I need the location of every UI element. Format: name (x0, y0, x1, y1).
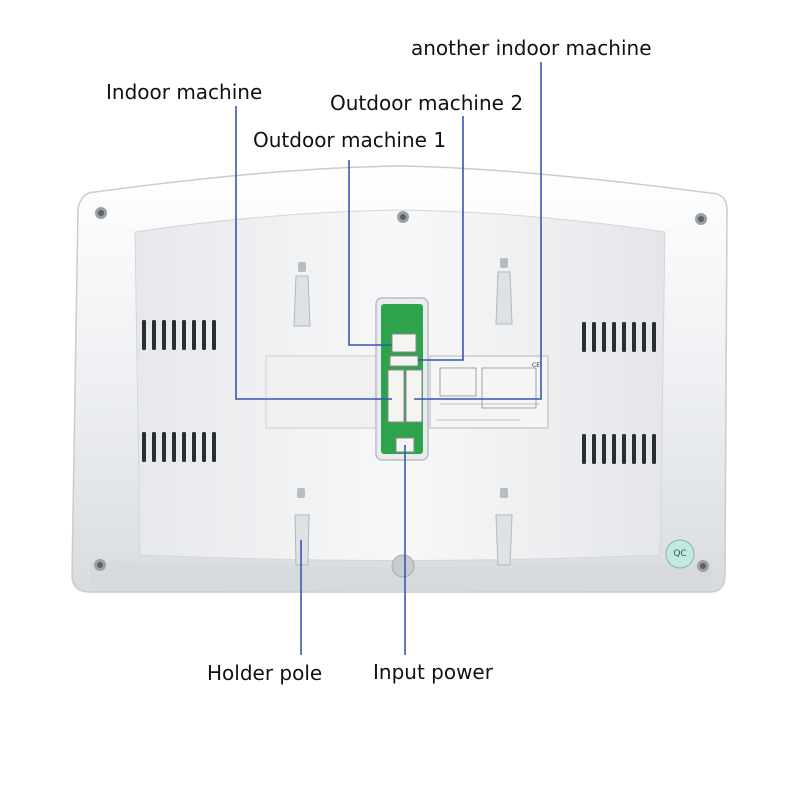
vent-slot (632, 322, 636, 352)
vent-slot (152, 320, 156, 350)
vent-slot (162, 432, 166, 462)
mount-slot-top-right (495, 258, 513, 325)
qc-mark: QC (673, 549, 686, 559)
vent-slot (602, 322, 606, 352)
leader-indoor (235, 106, 392, 400)
vent-slot (172, 432, 176, 462)
vent-slot (622, 322, 626, 352)
vent-slot (632, 434, 636, 464)
qc-sticker: QC (665, 539, 695, 569)
screw-top-right (695, 213, 707, 225)
vent-slot (212, 320, 216, 350)
vent-slot (592, 434, 596, 464)
vent-slot (142, 432, 146, 462)
vent-slot (582, 434, 586, 464)
screw-bottom-left (94, 559, 106, 571)
screw-top-left (95, 207, 107, 219)
vent-slot (172, 320, 176, 350)
connector-indoor (387, 369, 405, 423)
vent-slot (602, 434, 606, 464)
vent-slot (162, 320, 166, 350)
vent-slot (192, 432, 196, 462)
screw-top-center (397, 211, 409, 223)
connector-outdoor-2 (389, 355, 419, 367)
vent-slot (612, 434, 616, 464)
vent-slot (652, 322, 656, 352)
vent-slot (582, 322, 586, 352)
vent-slot (642, 434, 646, 464)
label-input-power: Input power (373, 660, 493, 684)
label-holder-pole: Holder pole (207, 661, 323, 685)
leader-another-indoor (414, 62, 542, 400)
screw-bottom-right (697, 560, 709, 572)
mount-slot-bottom-left (294, 488, 310, 566)
vent-slot (202, 320, 206, 350)
label-another-indoor-machine: another indoor machine (411, 36, 652, 60)
connector-another-indoor (405, 369, 423, 423)
vent-slot (202, 432, 206, 462)
vent-slot (612, 322, 616, 352)
vent-slot (152, 432, 156, 462)
vent-slot (192, 320, 196, 350)
vent-slot (212, 432, 216, 462)
leader-outdoor-2 (418, 116, 464, 361)
leader-lines (235, 62, 542, 655)
wiring-sticker: CE (429, 355, 549, 429)
vent-slot (622, 434, 626, 464)
leader-outdoor-1 (348, 160, 392, 346)
blank-label-area (265, 355, 379, 429)
vent-slot (182, 432, 186, 462)
vent-slot (182, 320, 186, 350)
vent-slot (142, 320, 146, 350)
emboss-logo (391, 554, 415, 578)
label-outdoor-machine-1: Outdoor machine 1 (253, 128, 447, 152)
label-indoor-machine: Indoor machine (106, 80, 263, 104)
vent-grilles (142, 320, 656, 464)
label-outdoor-machine-2: Outdoor machine 2 (330, 91, 524, 115)
mount-slot-top-left (293, 262, 311, 327)
vent-slot (592, 322, 596, 352)
vent-slot (652, 434, 656, 464)
ce-mark: CE (532, 362, 540, 369)
vent-slot (642, 322, 646, 352)
mount-slot-bottom-right (495, 488, 513, 566)
connector-outdoor-1 (391, 333, 417, 353)
